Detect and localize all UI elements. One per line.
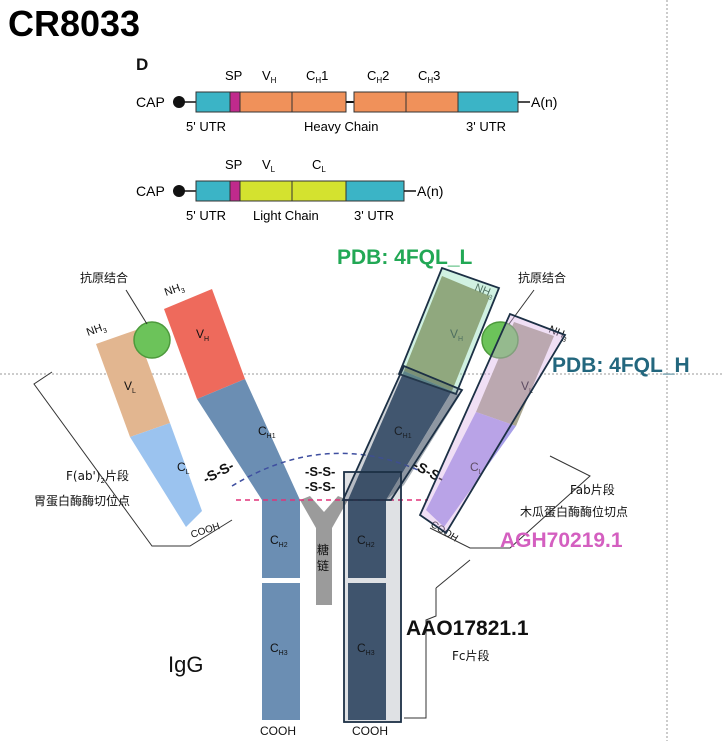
right-ch3-domain [348, 583, 386, 720]
heavy-utr3-label: 3' UTR [466, 119, 506, 134]
light-chain-gene: CAP A(n) SP VL CL 5' UTR Light Chain 3' … [136, 157, 443, 223]
fc-label: Fc片段 [452, 648, 490, 663]
left-ch2-domain [262, 500, 300, 578]
hinge-disulfide-2: -S-S- [305, 479, 335, 494]
left-cl-label: CL [177, 460, 190, 476]
pdb-l-annotation: PDB: 4FQL_L [337, 246, 473, 269]
right-ch2-label: CH2 [357, 533, 375, 549]
right-ch1-label: CH1 [394, 424, 412, 440]
heavy-ch2-label: CH2 [367, 68, 389, 85]
fab-bracket [429, 455, 591, 549]
left-ch3-label: CH3 [270, 641, 288, 657]
ch1-highlight [341, 364, 464, 501]
light-vl-label: VL [262, 157, 276, 174]
heavy-ch3-block [405, 91, 459, 113]
heavy-ch2-block [353, 91, 407, 113]
heavy-chain-gene: CAP A(n) SP VH CH1 CH2 CH3 5' UTR Heavy … [136, 68, 557, 134]
right-ch1-shadow [386, 391, 460, 500]
left-vl-domain [96, 330, 170, 437]
left-heavy-cooh: COOH [260, 724, 296, 738]
sugar-chain [300, 496, 348, 605]
heavy-ch1-label: CH1 [306, 68, 328, 85]
left-ch3-domain [262, 583, 300, 720]
light-chain-label: Light Chain [253, 208, 319, 223]
left-cl-domain [130, 423, 202, 527]
heavy-sp-block [229, 91, 241, 113]
light-sp-label: SP [225, 157, 242, 172]
pepsin-site-label: 胃蛋白酶酶切位点 [34, 493, 130, 508]
heavy-chain-label: Heavy Chain [304, 119, 378, 134]
right-cl-label: CL [470, 460, 483, 476]
left-antigen-circle [133, 321, 171, 359]
sugar-chain-label-2: 链 [317, 558, 329, 573]
light-vl-block [239, 180, 293, 202]
light-utr5-block [195, 180, 231, 202]
agh-annotation: AGH70219.1 [500, 529, 623, 552]
left-ch1-domain [197, 379, 300, 500]
heavy-cap-label: CAP [136, 94, 165, 110]
right-ch3-label: CH3 [357, 641, 375, 657]
sugar-chain-label-1: 糖 [317, 542, 329, 557]
light-cl-block [291, 180, 347, 202]
fab-label: Fab片段 [570, 482, 615, 497]
left-vh-nh3: NH3 [163, 281, 186, 301]
fc-highlight [343, 471, 402, 723]
heavy-utr3-block [457, 91, 519, 113]
right-vh-nh3: NH3 [472, 282, 496, 302]
right-vh-label: VH [450, 327, 463, 343]
heavy-utr5-label: 5' UTR [186, 119, 226, 134]
light-cl-label: CL [312, 157, 326, 174]
right-ch2-domain [348, 500, 386, 578]
fc-bracket [404, 588, 437, 719]
hinge-disulfide-1: -S-S- [305, 464, 335, 479]
right-heavy-cooh: COOH [352, 724, 388, 738]
light-cap-label: CAP [136, 183, 165, 199]
left-vh-domain [164, 289, 245, 399]
left-vh-label: VH [196, 327, 209, 343]
left-light-disulfide: -S-S- [200, 457, 237, 487]
pdb-h-annotation: PDB: 4FQL_H [552, 354, 690, 377]
igg-label: IgG [168, 652, 203, 677]
right-ch1-domain [348, 371, 452, 500]
left-antigen-pointer [125, 289, 148, 325]
left-vl-nh3: NH3 [85, 321, 108, 341]
fab2-bracket [33, 371, 233, 547]
heavy-ch1-block [291, 91, 347, 113]
left-ch2-label: CH2 [270, 533, 288, 549]
panel-letter: D [136, 55, 148, 74]
heavy-ch3-label: CH3 [418, 68, 440, 85]
pdb-l-highlight [397, 266, 501, 396]
heavy-sp-label: SP [225, 68, 242, 83]
right-antigen-label: 抗原结合 [518, 270, 566, 285]
heavy-vh-label: VH [262, 68, 277, 85]
fc-bracket-top [435, 559, 471, 589]
light-tail-label: A(n) [417, 183, 443, 199]
left-cl-cooh: COOH [190, 521, 222, 541]
heavy-vh-block [239, 91, 293, 113]
right-antigen-circle [481, 321, 519, 359]
fab2-label: F(ab')2片段 [66, 468, 129, 485]
light-sp-block [229, 180, 241, 202]
right-vl-domain [476, 322, 554, 426]
light-utr3-block [345, 180, 405, 202]
figure-title: CR8033 [8, 3, 140, 44]
heavy-utr5-block [195, 91, 231, 113]
light-utr3-label: 3' UTR [354, 208, 394, 223]
heavy-tail-label: A(n) [531, 94, 557, 110]
left-ch1-label: CH1 [258, 424, 276, 440]
right-cl-domain [426, 412, 516, 527]
light-utr5-label: 5' UTR [186, 208, 226, 223]
papain-site-label: 木瓜蛋白酶酶位切点 [520, 504, 628, 519]
left-antigen-label: 抗原结合 [80, 270, 128, 285]
right-vh-domain [404, 276, 490, 391]
aao-annotation: AAO17821.1 [406, 617, 529, 640]
pdb-h-highlight [418, 312, 567, 535]
left-vl-label: VL [124, 379, 136, 395]
right-antigen-pointer [508, 289, 535, 325]
